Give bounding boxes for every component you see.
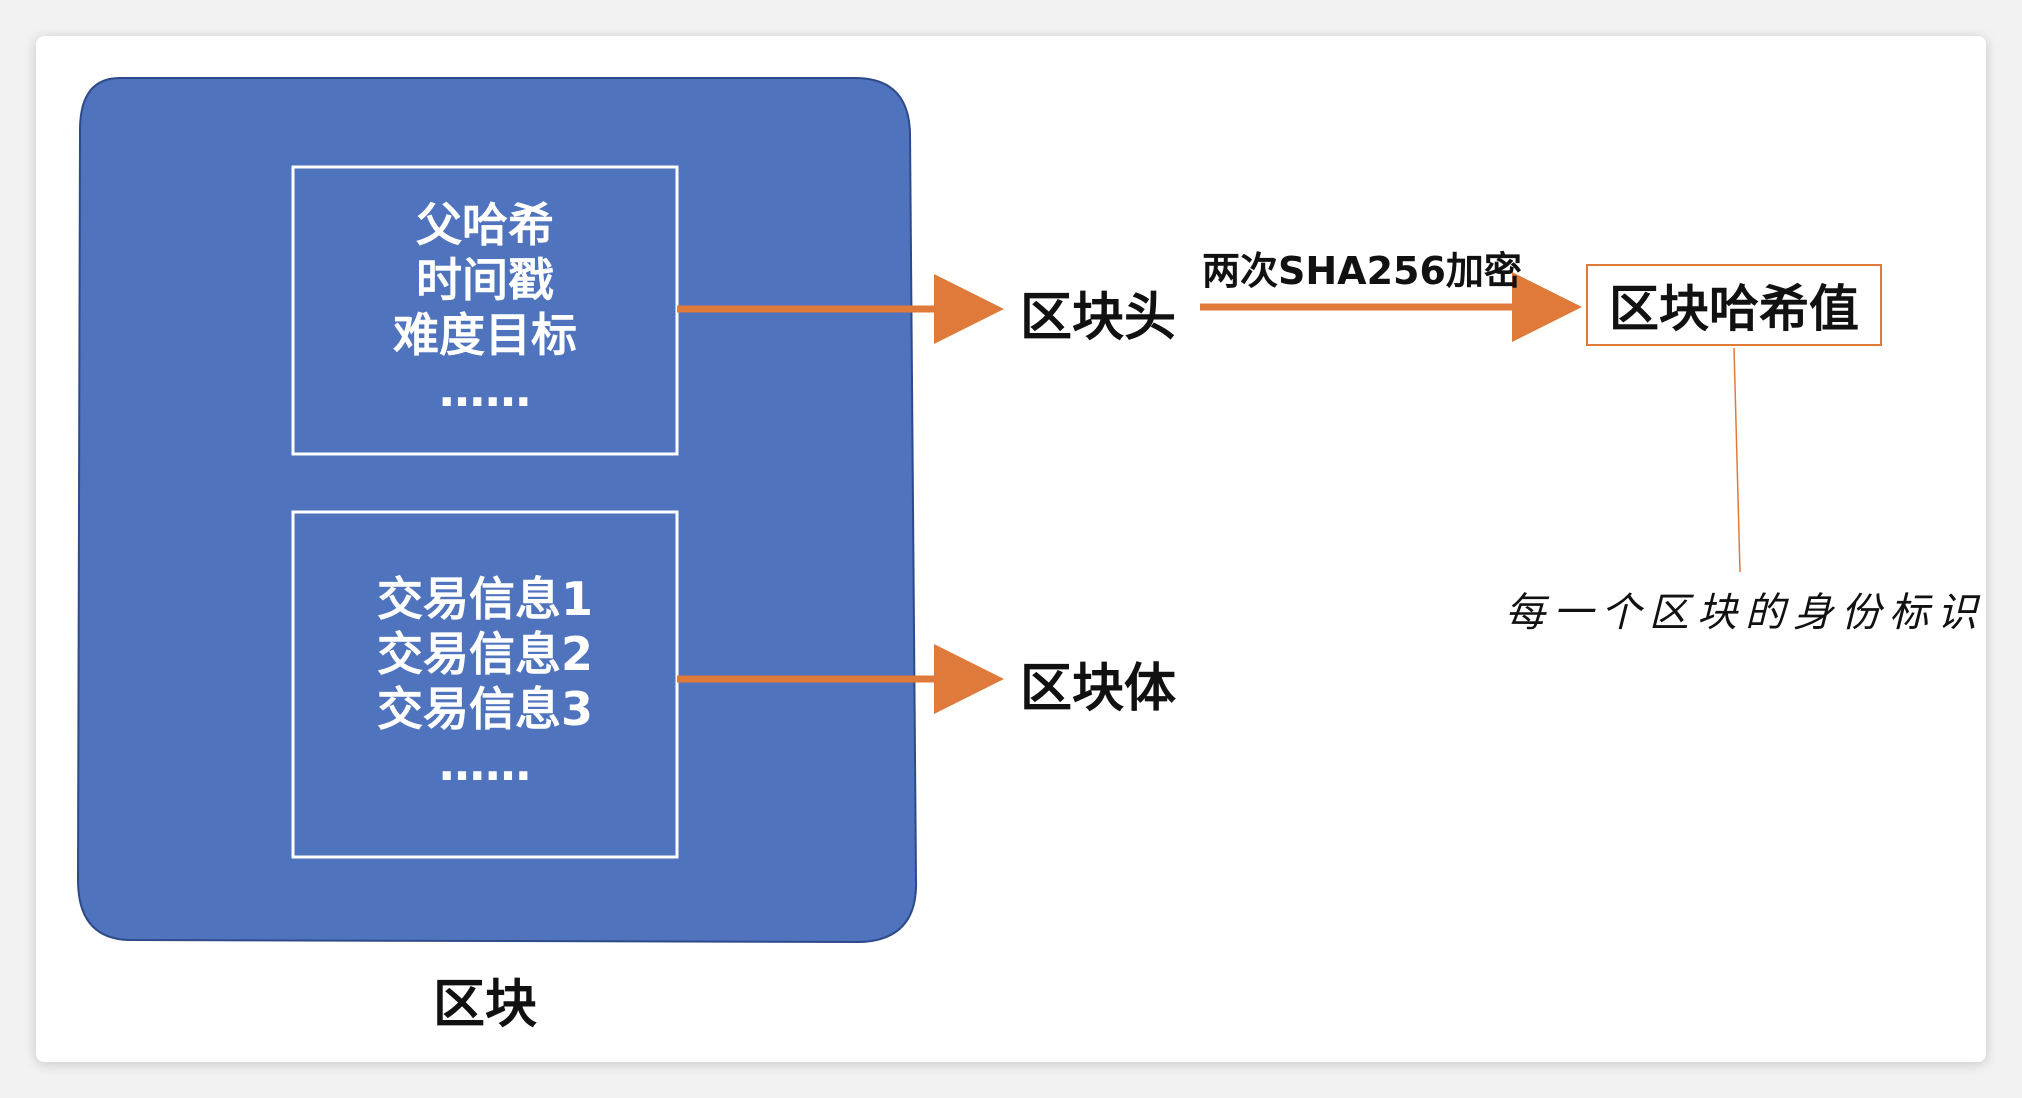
block-label: 区块 <box>432 975 537 1035</box>
identity-annotation: 每一个区块的身份标识 <box>1505 590 1985 636</box>
body-field-ellipsis: …… <box>439 737 531 791</box>
body-field-tx1: 交易信息1 <box>376 572 593 626</box>
annotation-connector <box>1733 347 1741 573</box>
header-field-parent-hash: 父哈希 <box>416 198 554 252</box>
block-body-label: 区块体 <box>1020 659 1177 719</box>
block-header-label: 区块头 <box>1020 288 1177 348</box>
header-box-content: 父哈希 时间戳 难度目标 …… <box>295 198 675 418</box>
body-box <box>291 510 679 859</box>
header-field-ellipsis: …… <box>439 363 531 417</box>
header-field-timestamp: 时间戳 <box>416 253 554 307</box>
header-field-difficulty: 难度目标 <box>393 308 577 362</box>
body-box-content: 交易信息1 交易信息2 交易信息3 …… <box>295 572 675 792</box>
block-hash-box: 区块哈希值 <box>1586 264 1882 346</box>
hash-operation-label: 两次SHA256加密 <box>1202 249 1522 293</box>
block-shape <box>76 77 918 944</box>
body-field-tx2: 交易信息2 <box>376 627 593 681</box>
body-field-tx3: 交易信息3 <box>376 682 593 736</box>
